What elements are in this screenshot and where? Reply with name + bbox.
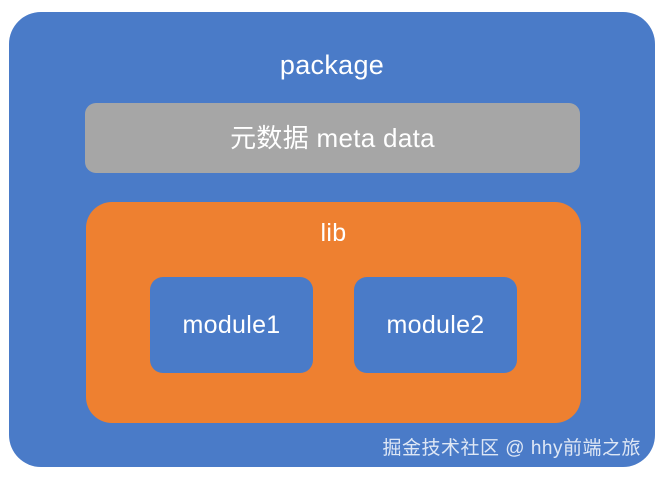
lib-container: lib module1 module2 xyxy=(86,202,581,423)
package-container: package 元数据 meta data lib module1 module… xyxy=(9,12,655,467)
module-box-1: module1 xyxy=(150,277,313,373)
watermark-text: 掘金技术社区 @ hhy前端之旅 xyxy=(382,438,641,459)
module-2-label: module2 xyxy=(386,310,485,339)
lib-label: lib xyxy=(320,219,347,247)
meta-data-container: 元数据 meta data xyxy=(85,103,580,173)
module-box-2: module2 xyxy=(354,277,517,373)
module-1-label: module1 xyxy=(182,310,281,339)
meta-data-label: 元数据 meta data xyxy=(230,123,435,153)
package-label: package xyxy=(279,50,385,80)
modules-row: module1 module2 xyxy=(86,277,581,373)
